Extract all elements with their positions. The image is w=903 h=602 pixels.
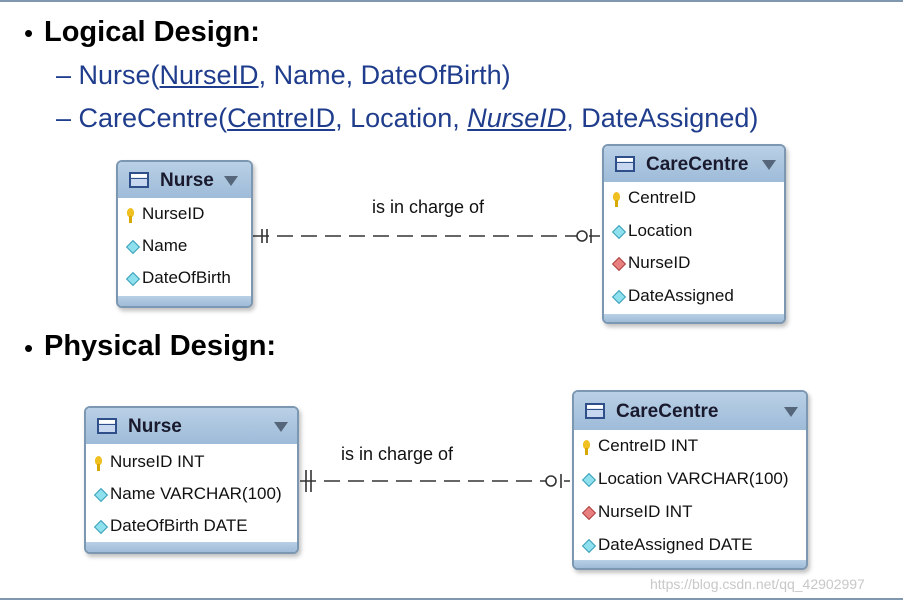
relation-prefix: – Nurse(: [56, 60, 160, 90]
primary-key: NurseID: [159, 60, 259, 90]
bullet: •: [24, 18, 34, 48]
table-header: Nurse: [118, 162, 251, 198]
relation-rest: , Name, DateOfBirth): [258, 60, 511, 90]
table-footer: [86, 542, 297, 552]
physical-heading: Physical Design:: [44, 330, 277, 362]
table-icon: [97, 418, 117, 434]
primary-key-icon: [95, 456, 102, 471]
field-row: NurseID: [628, 253, 691, 272]
relation-prefix: – CareCentre(: [56, 103, 228, 133]
foreign-key: NurseID: [467, 103, 567, 133]
table-icon: [129, 172, 149, 188]
relation-rest: , DateAssigned): [566, 103, 759, 133]
primary-key: CentreID: [227, 103, 336, 133]
table-name: CareCentre: [646, 154, 749, 175]
field-row: NurseID INT: [598, 502, 693, 521]
field-row: NurseID INT: [110, 452, 205, 471]
dropdown-arrow-icon: [762, 160, 776, 170]
primary-key-icon: [613, 192, 620, 207]
physical-connector: [300, 470, 570, 492]
field-row: Name: [142, 236, 188, 255]
table-header: Nurse: [86, 408, 297, 444]
physical-nurse-table: Nurse NurseID INT Name VARCHAR(100) Date…: [84, 406, 299, 554]
field-row: CentreID: [628, 188, 697, 207]
field-row: DateAssigned DATE: [598, 535, 753, 554]
carecentre-relation-line: – CareCentre(CentreID, Location, NurseID…: [56, 103, 758, 134]
field-row: CentreID INT: [598, 436, 699, 455]
table-name: Nurse: [128, 416, 182, 437]
table-footer: [118, 296, 251, 306]
dropdown-arrow-icon: [784, 407, 798, 417]
field-row: DateOfBirth DATE: [110, 516, 248, 535]
nurse-relation-line: – Nurse(NurseID, Name, DateOfBirth): [56, 60, 511, 91]
dropdown-arrow-icon: [274, 422, 288, 432]
watermark: https://blog.csdn.net/qq_42902997: [650, 576, 865, 592]
table-name: CareCentre: [616, 401, 719, 422]
table-icon: [615, 156, 635, 172]
bullet: •: [24, 333, 34, 363]
table-icon: [585, 403, 605, 419]
field-row: Name VARCHAR(100): [110, 484, 282, 503]
field-row: NurseID: [142, 204, 205, 223]
field-row: DateAssigned: [628, 286, 734, 305]
bottom-rule: [0, 598, 903, 600]
table-footer: [574, 560, 806, 568]
logical-nurse-table: Nurse NurseID Name DateOfBirth: [116, 160, 253, 308]
relationship-label: is in charge of: [341, 444, 454, 464]
field-row: Location VARCHAR(100): [598, 469, 789, 488]
logical-heading: Logical Design:: [44, 16, 260, 48]
field-row: Location: [628, 221, 693, 240]
primary-key-icon: [127, 208, 134, 223]
relationship-label: is in charge of: [372, 197, 485, 217]
primary-key-icon: [583, 440, 590, 455]
field-row: DateOfBirth: [142, 268, 231, 287]
table-footer: [604, 314, 784, 322]
logical-carecentre-table: CareCentre CentreID Location NurseID Dat…: [602, 144, 786, 324]
table-name: Nurse: [160, 170, 214, 191]
top-rule: [0, 0, 903, 2]
logical-connector: [253, 229, 600, 243]
dropdown-arrow-icon: [224, 176, 238, 186]
table-header: CareCentre: [574, 392, 806, 430]
physical-carecentre-table: CareCentre CentreID INT Location VARCHAR…: [572, 390, 808, 570]
table-header: CareCentre: [604, 146, 784, 182]
relation-mid: , Location,: [335, 103, 468, 133]
